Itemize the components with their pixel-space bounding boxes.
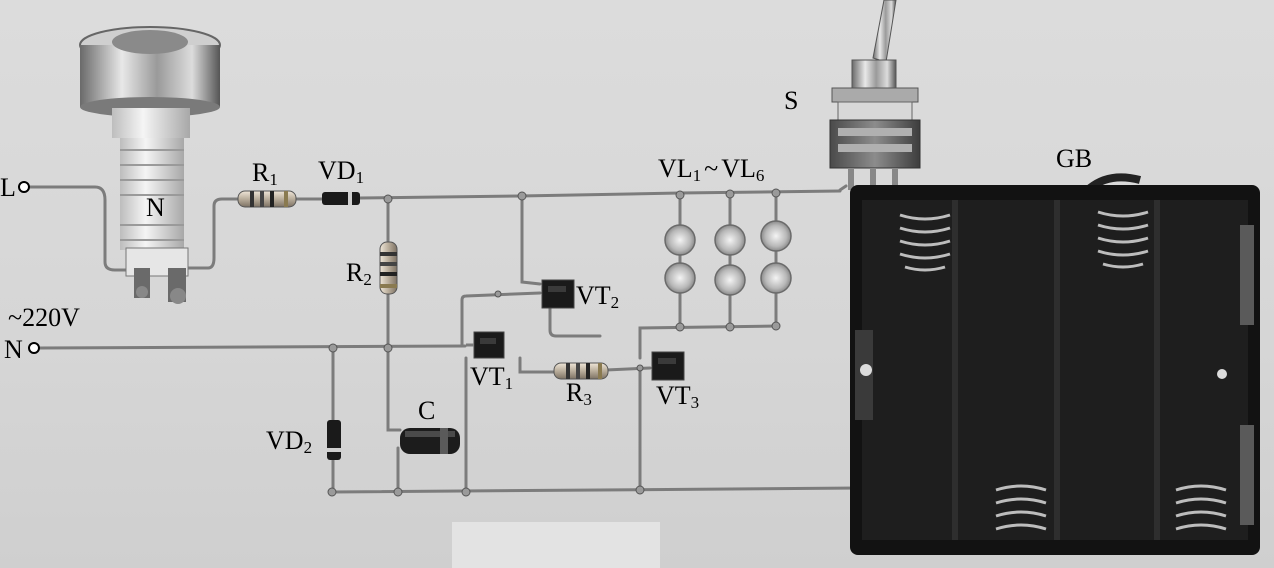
label-VL-a-sub: 1 [692,166,702,185]
label-S-text: S [784,86,799,115]
wires [22,184,862,494]
label-R1-sub: 1 [269,170,278,189]
label-VL-b-sub: 6 [755,166,765,185]
label-R1-main: R [252,158,270,187]
label-VT3-main: VT [656,381,691,410]
label-VT2-sub: 2 [610,293,620,312]
label-L: L [0,175,16,201]
label-S: S [784,88,798,114]
label-VT1-sub: 1 [504,374,514,393]
diode-vd2 [327,420,341,460]
label-VL-sep: ~ [704,154,719,183]
label-voltage: ~220V [8,305,80,331]
terminal-N [28,342,40,354]
label-VD2: VD2 [266,426,313,457]
battery-holder [850,173,1260,555]
resistor-r2 [379,241,398,295]
resistor-r1 [237,190,297,208]
label-GB: GB [1056,146,1092,172]
transistor-vt3 [651,351,685,381]
label-GB-text: GB [1056,144,1093,173]
toggle-switch [829,0,921,190]
terminal-L [18,181,30,193]
label-VD1-main: VD [318,156,356,185]
label-C-text: C [418,396,436,425]
led-array [664,220,792,296]
resistor-r3 [553,362,609,380]
label-R3-main: R [566,378,584,407]
label-neon-N: N [146,195,165,221]
label-N-terminal-text: N [4,335,23,364]
label-VT3: VT3 [656,381,700,412]
label-VT1: VT1 [470,362,514,393]
solder-joints [327,188,781,497]
label-VT1-main: VT [470,362,505,391]
label-N-terminal: N [4,337,23,363]
label-VD1-sub: 1 [355,168,365,187]
capacitor-c [400,428,460,454]
label-VD2-main: VD [266,426,304,455]
label-neon-N-text: N [146,193,165,222]
label-L-text: L [0,173,16,202]
label-R2-sub: 2 [363,270,372,289]
transistor-vt1 [466,331,505,359]
background-patch [452,522,660,568]
label-voltage-text: ~220V [8,303,80,332]
label-VD2-sub: 2 [303,438,313,457]
label-VD1: VD1 [318,156,365,187]
diode-vd1 [322,192,360,205]
label-VT2-main: VT [576,281,611,310]
label-R2: R2 [346,258,372,289]
label-VL-a-main: VL [658,154,693,183]
label-R3: R3 [566,378,592,409]
label-VT2: VT2 [576,281,620,312]
label-R2-main: R [346,258,364,287]
label-VT3-sub: 3 [690,393,700,412]
neon-indicator [79,26,221,304]
transistor-vt2 [541,279,575,309]
label-VL-b-main: VL [721,154,756,183]
label-C: C [418,398,435,424]
label-VL-range: VL1~VL6 [658,154,765,185]
label-R3-sub: 3 [583,390,592,409]
label-R1: R1 [252,158,278,189]
